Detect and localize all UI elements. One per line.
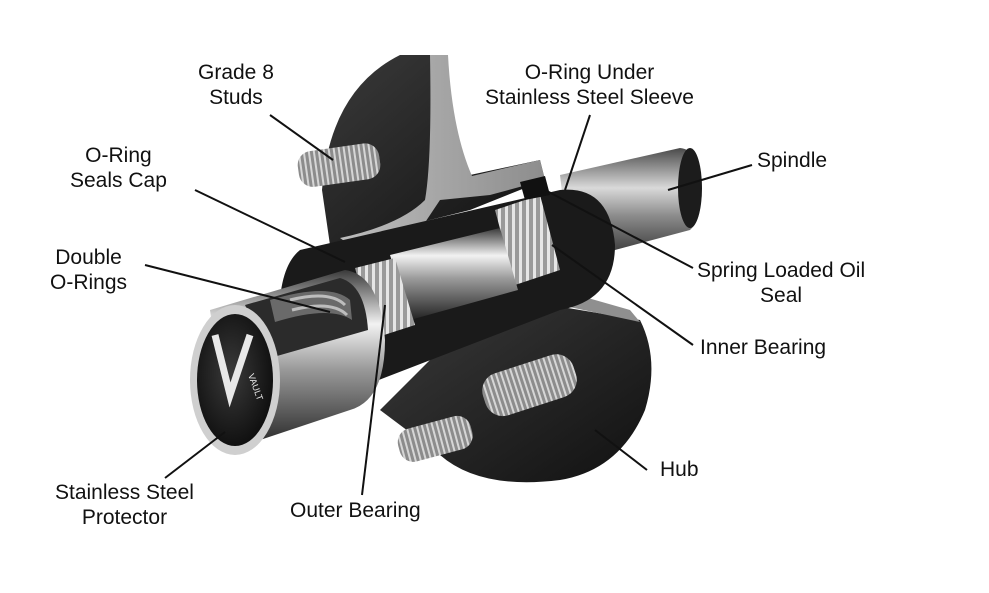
label-hub: Hub: [660, 458, 699, 481]
label-spindle: Spindle: [757, 149, 828, 172]
inner-bearing-shape: [495, 176, 560, 285]
leader-hub: [594, 429, 648, 471]
sleeve-shape: [390, 228, 518, 320]
leader-spring-seal: [544, 189, 694, 269]
label-inner-bearing: Inner Bearing: [700, 336, 827, 359]
stud-lower-right: [482, 354, 577, 417]
leader-lines: [144, 114, 753, 496]
stud-upper: [297, 143, 381, 187]
label-outer-bearing: Outer Bearing: [290, 499, 421, 522]
leader-protector: [164, 431, 226, 479]
upper-flange-shape: [322, 55, 545, 245]
stud-lower-left: [397, 415, 473, 462]
leader-outer-bearing: [361, 304, 386, 496]
leader-oring-sleeve: [564, 114, 591, 191]
leader-oring-cap: [194, 189, 346, 263]
leader-inner-bearing: [551, 244, 694, 346]
end-cap-shape: VAULT: [190, 305, 280, 455]
leader-double-orings: [144, 264, 331, 313]
leader-spindle: [667, 164, 753, 191]
leader-grade8: [269, 114, 334, 161]
